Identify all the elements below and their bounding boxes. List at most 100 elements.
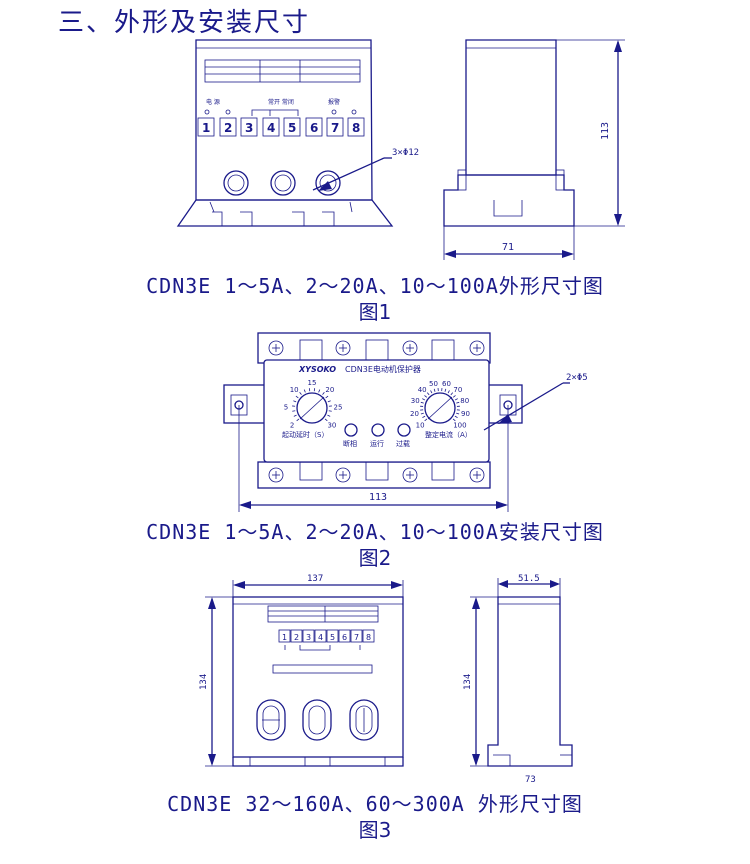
fig2-left-dial-knob: [296, 392, 328, 424]
svg-text:电 源: 电 源: [206, 98, 220, 106]
fig2-caption: CDN3E 1～5A、2～20A、10～100A安装尺寸图: [146, 520, 604, 544]
fig2-right-dial-tick-label: 20: [410, 410, 419, 418]
fig3-terminal-number: 7: [354, 633, 359, 642]
fig3-side-view: [470, 578, 573, 767]
fig2-indicator-lights: [344, 423, 411, 437]
fig1-terminal: [219, 117, 237, 137]
fig2-right-dial-tick-label: 90: [461, 410, 470, 418]
fig3-terminal: [290, 629, 303, 643]
fig2-right-dial-tick-label: 40: [418, 386, 427, 394]
fig2-right-dial-tick-label: 10: [416, 422, 425, 430]
fig2-right-dial-label: 整定电流（A）: [425, 430, 472, 439]
fig2-terminal-screw: [469, 340, 485, 356]
fig3-height-dimension: 134: [199, 674, 209, 690]
fig2-left-dial-tick-label: 20: [325, 386, 334, 394]
fig3-terminal: [278, 629, 291, 643]
fig3-terminal: [302, 629, 315, 643]
fig1-terminal: [347, 117, 365, 137]
fig2-indicator-overload: 过载: [396, 439, 410, 448]
fig2-terminal-screw: [268, 340, 284, 356]
fig1-terminal-number: 5: [288, 121, 296, 135]
fig1-terminal: [262, 117, 280, 137]
fig2-right-dial-tick-label: 100: [453, 422, 466, 430]
fig1-terminal-number: 2: [224, 121, 232, 135]
fig2-left-dial-tick-label: 10: [290, 386, 299, 394]
fig2-left-dial-tick-label: 25: [333, 403, 342, 411]
fig3-opening: [349, 699, 379, 741]
fig2-terminal-screw: [335, 340, 351, 356]
fig2-width-dimension: 113: [369, 492, 387, 503]
fig1-width-dimension: 71: [502, 242, 514, 253]
fig2-left-dial-tick-label: 15: [308, 379, 317, 387]
fig1-terminal-number: 3: [245, 121, 253, 135]
fig2-panel-title: CDN3E电动机保护器: [345, 364, 421, 374]
fig3-depth-dimension: 51.5: [518, 574, 540, 584]
fig2-right-dial-tick-label: 70: [453, 386, 462, 394]
section-heading: 三、外形及安装尺寸: [58, 8, 311, 38]
fig2-right-dial-tick-label: 50: [429, 380, 438, 388]
fig1-hole-callout: 3×Φ12: [392, 148, 419, 158]
fig2-terminal-screw: [402, 467, 418, 483]
fig3-terminal-number: 5: [330, 633, 335, 642]
fig1-terminal: [326, 117, 344, 137]
fig1-terminal-number: 1: [202, 121, 210, 135]
fig3-base-dimension: 73: [525, 775, 536, 785]
svg-text:常开 常闭: 常开 常闭: [268, 98, 294, 106]
fig3-terminal-number: 2: [294, 633, 299, 642]
fig3-terminal-number: 1: [282, 633, 287, 642]
fig1-terminal-number: 6: [310, 121, 318, 135]
fig3-terminal: [338, 629, 351, 643]
fig3-terminal-number: 6: [342, 633, 347, 642]
fig2-right-dial-tick-label: 30: [411, 397, 420, 405]
fig3-opening: [256, 699, 286, 741]
fig2-left-dial-label: 起动延时（S）: [282, 430, 328, 439]
fig1-terminal-number: 8: [352, 121, 360, 135]
fig3-terminal-number: 4: [318, 633, 323, 642]
fig1-terminal: [197, 117, 215, 137]
fig2-right-dial-tick-label: 60: [442, 380, 451, 388]
fig1-terminal: [240, 117, 258, 137]
fig1-hole: [270, 170, 296, 196]
fig2-right-dial-knob: [424, 392, 456, 424]
fig1-terminal-number: 7: [331, 121, 339, 135]
fig3-terminal-number: 8: [366, 633, 371, 642]
fig2-right-dial-tick-label: 80: [460, 397, 469, 405]
fig2-label: 图2: [358, 546, 392, 570]
fig1-terminal: [305, 117, 323, 137]
fig1-hole: [223, 170, 249, 196]
fig2-terminal-screw: [335, 467, 351, 483]
fig2-left-dial-tick-label: 30: [327, 422, 336, 430]
fig1-hole: [315, 170, 341, 196]
fig3-side-height-dimension: 134: [463, 674, 473, 690]
svg-text:报警: 报警: [328, 98, 340, 106]
fig3-width-dimension: 137: [307, 574, 323, 584]
fig3-terminal-number: 3: [306, 633, 311, 642]
fig3-caption: CDN3E 32～160A、60～300A 外形尺寸图: [167, 792, 583, 816]
fig1-side-view: [443, 39, 625, 260]
fig3-label: 图3: [358, 818, 392, 842]
fig3-opening: [302, 699, 332, 741]
fig2-mounting-view: [223, 332, 523, 489]
fig3-terminal: [362, 629, 375, 643]
fig2-indicator-phase-loss: 断相: [343, 439, 357, 448]
fig3-terminal: [326, 629, 339, 643]
fig1-label: 图1: [358, 300, 392, 324]
fig2-left-dial-tick-label: 2: [290, 422, 294, 430]
fig1-caption: CDN3E 1～5A、2～20A、10～100A外形尺寸图: [146, 274, 604, 298]
fig2-left-dial-tick-label: 5: [284, 403, 288, 411]
fig2-terminal-screw: [268, 467, 284, 483]
fig1-height-dimension: 113: [600, 122, 611, 140]
fig2-indicator-run: 运行: [370, 439, 384, 448]
fig1-terminal-number: 4: [267, 121, 275, 135]
fig2-terminal-screw: [402, 340, 418, 356]
fig2-brand-logo: XYSOKO: [298, 365, 336, 374]
fig2-terminal-screw: [469, 467, 485, 483]
fig2-hole-callout: 2×Φ5: [566, 373, 588, 383]
